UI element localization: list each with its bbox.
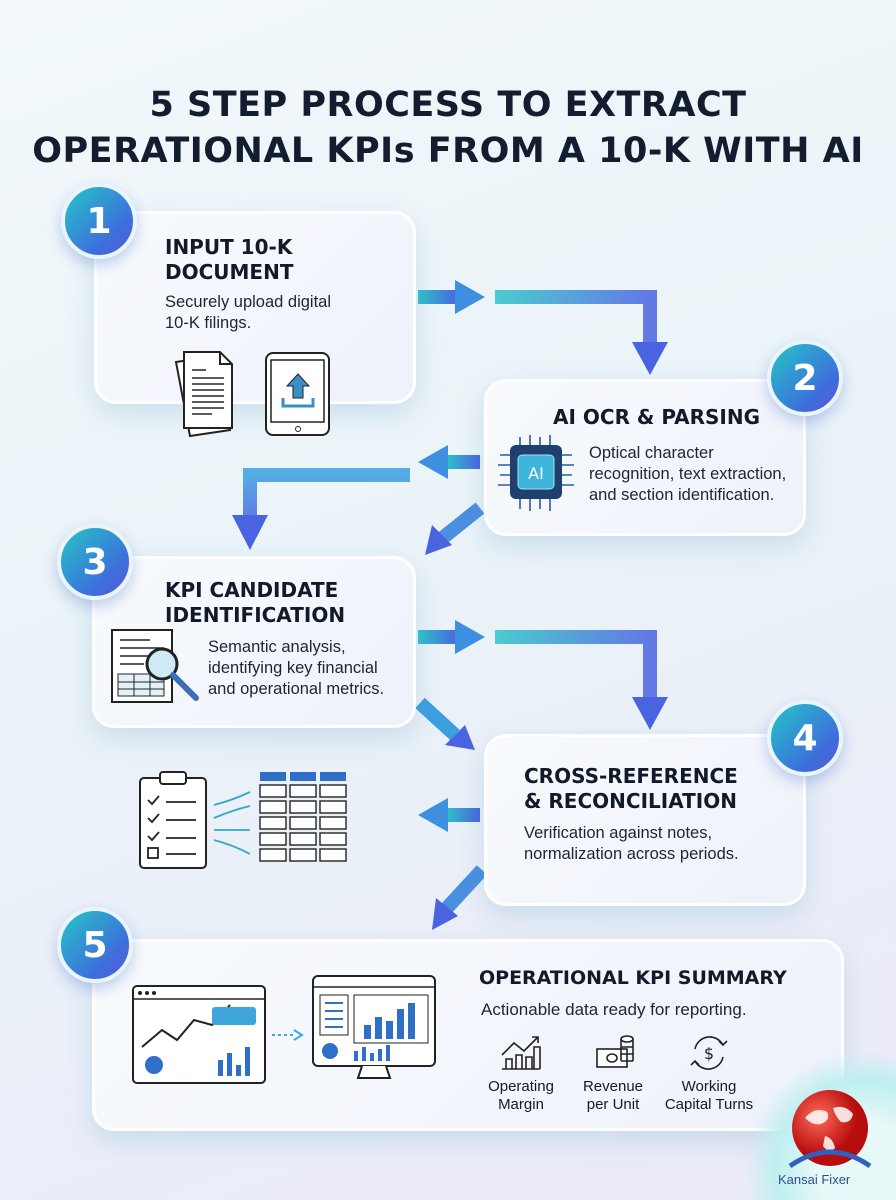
chart-up-icon: [501, 1036, 541, 1070]
checklist-to-table-icon: [139, 771, 347, 869]
step-3-desc: Semantic analysis,identifying key financ…: [208, 638, 385, 698]
step-4-desc: Verification against notes,normalization…: [524, 824, 739, 863]
step-4-badge: 4: [767, 700, 843, 776]
dollar-cycle-icon: $: [690, 1036, 728, 1070]
monitor-dashboard-icon: [312, 975, 436, 1079]
documents-icon: [174, 351, 233, 438]
arrow-1-2: [418, 280, 668, 375]
dotted-arrow-icon: [272, 1029, 304, 1041]
kansai-fixer-logo: [788, 1090, 872, 1169]
step-5-title: OPERATIONAL KPI SUMMARY: [479, 967, 787, 989]
step-5-desc: Actionable data ready for reporting.: [481, 1000, 747, 1019]
tablet-upload-icon: [265, 352, 330, 436]
step-4-title: CROSS-REFERENCE& RECONCILIATION: [524, 764, 738, 813]
step-1-badge: 1: [61, 183, 137, 259]
svg-text:AI: AI: [528, 464, 544, 483]
arrow-3-4: [415, 620, 668, 750]
ai-chip-icon: AI: [498, 435, 574, 511]
step-5-badge: 5: [57, 907, 133, 983]
arrow-2-3: [232, 445, 485, 555]
arrow-4-5: [418, 798, 488, 930]
cash-coins-icon: [596, 1035, 634, 1068]
document-search-icon: [111, 629, 199, 703]
svg-text:$: $: [704, 1044, 714, 1063]
step-2-badge: 2: [767, 340, 843, 416]
logo-text: Kansai Fixer: [778, 1172, 851, 1187]
step-4-card: [484, 734, 806, 906]
step-1-card: [94, 211, 416, 404]
dashboard-window-icon: [132, 985, 266, 1084]
step-2-title: AI OCR & PARSING: [553, 405, 761, 429]
step-3-badge: 3: [57, 524, 133, 600]
